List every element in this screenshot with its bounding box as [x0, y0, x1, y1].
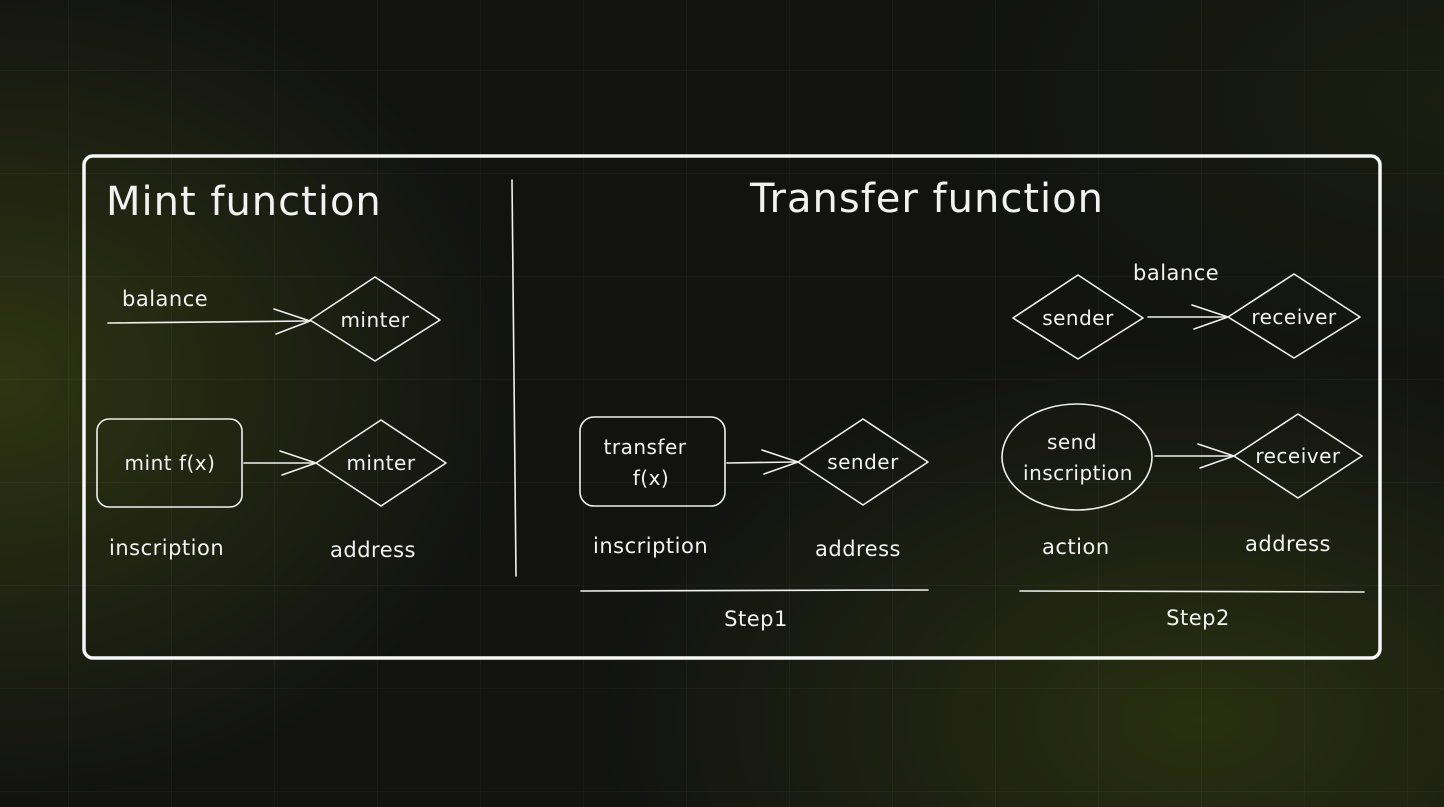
mint-minter-label-1: minter	[340, 308, 409, 332]
step2-receiver-node-1: receiver	[1227, 273, 1361, 359]
mint-minter-node-1: minter	[309, 276, 441, 362]
mint-title: Mint function	[106, 179, 382, 225]
mint-address-caption: address	[330, 538, 416, 562]
step2-sender-label: sender	[1042, 306, 1114, 330]
send-inscription-label-line2: inscription	[1023, 461, 1133, 485]
step2-balance-label: balance	[1133, 261, 1219, 285]
step1-address-caption: address	[815, 537, 901, 561]
transfer-fx-arrow	[726, 449, 799, 475]
step2-action-caption: action	[1042, 535, 1110, 559]
mint-fx-arrow	[243, 450, 317, 476]
step1-underline	[580, 589, 929, 592]
step2-receiver-label-2: receiver	[1255, 444, 1341, 468]
step2-label: Step2	[1166, 606, 1230, 630]
send-inscription-label-line1: send	[1047, 430, 1097, 454]
step1-label: Step1	[724, 607, 788, 631]
step2-balance-arrow	[1147, 304, 1229, 330]
step2-sender-node: sender	[1012, 274, 1144, 360]
step2-address-caption: address	[1245, 532, 1331, 556]
mint-inscription-caption: inscription	[109, 536, 224, 560]
step2-receiver-label-1: receiver	[1251, 305, 1337, 329]
mint-balance-arrow	[107, 308, 311, 335]
mint-minter-node-2: minter	[315, 419, 447, 507]
transfer-fx-label-line2: f(x)	[633, 466, 669, 490]
transfer-title: Transfer function	[749, 176, 1104, 222]
step2-underline	[1019, 590, 1365, 593]
send-inscription-node: send inscription	[1001, 403, 1153, 511]
step1-sender-node: sender	[797, 418, 929, 506]
step1-inscription-caption: inscription	[593, 534, 708, 558]
diagram-frame	[82, 154, 1382, 660]
transfer-fx-node: transfer f(x)	[579, 416, 726, 507]
send-inscription-arrow	[1154, 443, 1235, 469]
mint-fx-label: mint f(x)	[125, 451, 216, 475]
step2-receiver-node-2: receiver	[1233, 413, 1363, 499]
mint-fx-node: mint f(x)	[96, 418, 243, 508]
section-divider	[511, 179, 517, 577]
step1-sender-label: sender	[827, 450, 899, 474]
mint-minter-label-2: minter	[346, 451, 415, 475]
mint-balance-label: balance	[122, 287, 208, 311]
transfer-fx-label-line1: transfer	[604, 435, 687, 459]
